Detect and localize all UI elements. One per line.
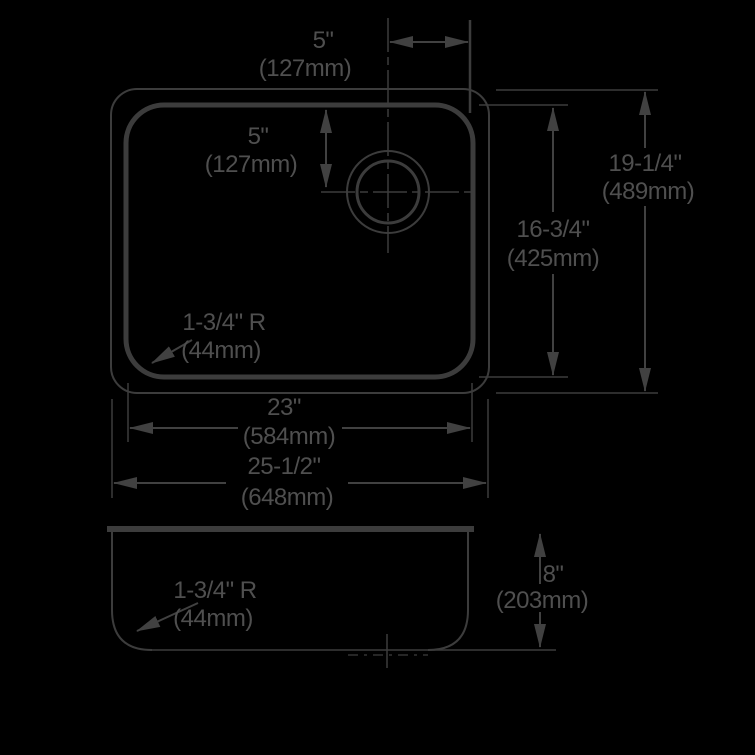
plan-bowl-edge [123,102,476,380]
label-backing [492,584,592,612]
label-drain-to-rear-edge-mm: (127mm) [205,151,298,178]
label-overall-width-inches: 25-1/2" [247,453,320,480]
label-backing [497,212,609,274]
label-overall-front-to-back-mm: (489mm) [602,178,695,205]
label-bowl-front-to-back-mm: (425mm) [507,245,600,272]
label-drain-to-right-edge-mm: (127mm) [259,55,352,82]
side-view-right-profile [427,532,469,651]
label-bowl-corner-radius-mm: (44mm) [181,337,261,364]
label-drain-to-rear-edge-inches: 5" [248,123,269,150]
label-bowl-width-inches: 23" [267,394,301,421]
label-bowl-front-to-back-inches: 16-3/4" [516,216,589,243]
label-bottom-corner-radius-mm: (44mm) [173,605,253,632]
label-bowl-depth-mm: (203mm) [496,587,589,614]
label-bowl-corner-radius-inches: 1-3/4" R [182,309,265,336]
label-overall-front-to-back-inches: 19-1/4" [608,150,681,177]
label-bowl-width-mm: (584mm) [243,423,336,450]
label-bowl-depth-inches: 8" [543,561,564,588]
label-backing [593,148,701,206]
plan-outer-rim-edge [110,88,490,394]
label-backing [226,476,348,490]
label-overall-width-mm: (648mm) [241,484,334,511]
radius-leader-arrow-side [136,602,199,632]
label-bottom-corner-radius-inches: 1-3/4" R [173,577,256,604]
label-drain-to-right-edge-inches: 5" [313,27,334,54]
side-view-left-profile [111,532,153,651]
radius-leader-arrow-plan [151,339,193,364]
label-backing [238,419,342,449]
